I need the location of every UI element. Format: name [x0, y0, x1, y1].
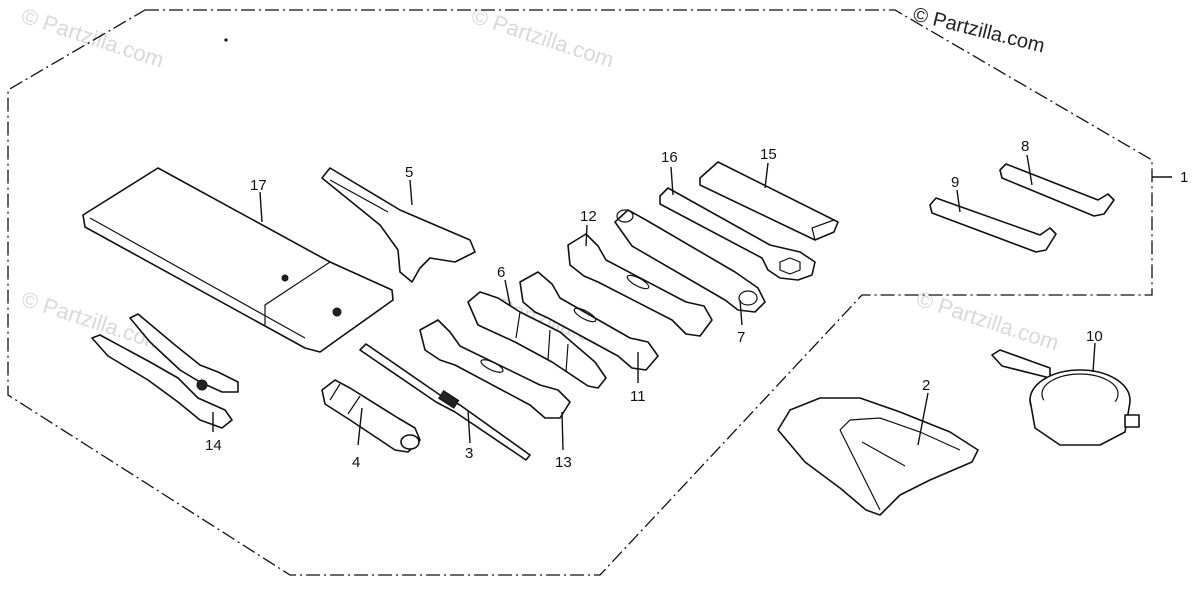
watermark: © Partzilla.com [468, 3, 617, 73]
kit-frame [7, 9, 1153, 576]
callout-10: 10 [1086, 328, 1103, 345]
dot-mark [224, 38, 228, 42]
box-wrench [614, 209, 766, 313]
callout-8: 8 [1021, 138, 1029, 155]
callout-14: 14 [205, 437, 222, 454]
flat-bar [699, 161, 839, 241]
ring-spanner [659, 187, 816, 281]
socket-extension [467, 291, 607, 389]
callout-16: 16 [661, 149, 678, 166]
callout-7: 7 [737, 329, 745, 346]
watermark: © Partzilla.com [913, 286, 1062, 356]
wrench-11 [519, 271, 659, 371]
screwdriver-handle [321, 379, 421, 453]
wrench-13 [419, 319, 571, 419]
callout-3: 3 [465, 445, 473, 462]
callout-1: 1 [1180, 169, 1188, 186]
callout-13: 13 [555, 454, 572, 471]
hex-key-8 [999, 163, 1115, 217]
tire-gauge [991, 349, 1140, 446]
callout-5: 5 [405, 164, 413, 181]
brand-label: © Partzilla.com [911, 4, 1047, 58]
callout-17: 17 [250, 177, 267, 194]
leader-lines [212, 154, 1172, 451]
callout-9: 9 [951, 174, 959, 191]
callout-4: 4 [352, 454, 360, 471]
callout-11: 11 [630, 388, 646, 405]
callout-2: 2 [922, 377, 930, 394]
wrench-12 [567, 233, 713, 337]
hex-key-9 [929, 197, 1057, 253]
pouch [777, 397, 979, 516]
callout-15: 15 [760, 146, 777, 163]
watermark: © Partzilla.com [18, 3, 167, 73]
pin-spanner [321, 167, 476, 283]
pliers [91, 313, 239, 429]
screwdriver-shaft [359, 343, 531, 461]
callout-6: 6 [497, 264, 505, 281]
tool-bag [82, 167, 394, 353]
callout-numbers: 1 2 3 4 5 6 7 8 9 10 11 12 13 14 15 16 1… [205, 138, 1188, 471]
callout-12: 12 [580, 208, 597, 225]
